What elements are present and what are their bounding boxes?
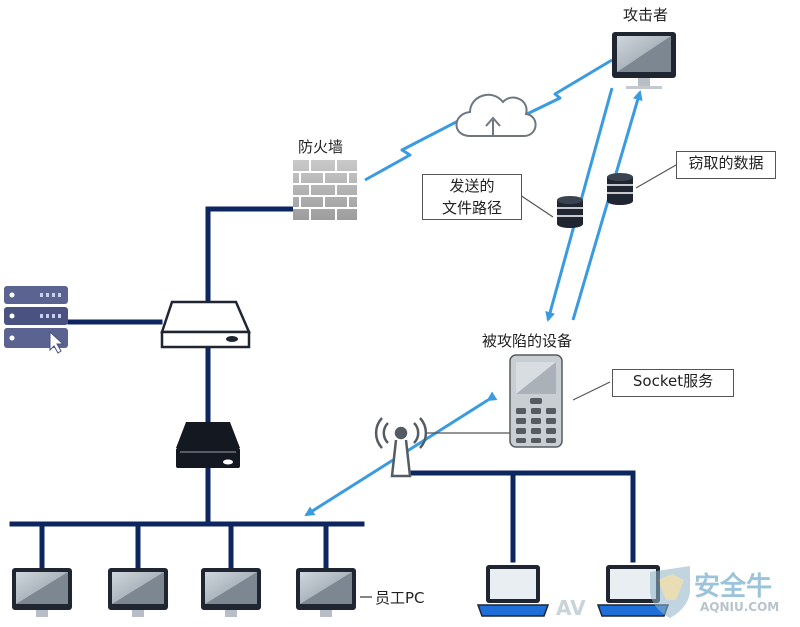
employee-pc-icon-3: [201, 568, 261, 617]
employee-pc-icon-4: [296, 568, 356, 617]
lightning-firewall-cloud: [364, 118, 461, 182]
watermark-cn: 安全牛: [694, 572, 773, 602]
stolen-data-callout: 窃取的数据: [676, 151, 776, 179]
lightning-links: [364, 58, 613, 182]
switch-icon: [176, 422, 240, 468]
sent-file-path-line-1: 发送的: [449, 177, 495, 195]
employee-pc-icon-2: [108, 568, 168, 617]
server-rack-icon: [4, 286, 68, 354]
watermark-shield-logo: [650, 566, 690, 618]
employee-pc-icon-1: [12, 568, 72, 617]
router-icon: [160, 300, 251, 349]
laptop-icon-1: [476, 565, 550, 617]
employee-pc-label: 员工PC: [375, 589, 425, 607]
wireless-access-point-icon: [374, 417, 428, 478]
cable-ap-laptops: [409, 470, 636, 563]
database-icon-sent: [557, 196, 583, 228]
compromised-device-label: 被攻陷的设备: [482, 332, 573, 350]
firewall-icon: [293, 160, 357, 220]
leader-sent-path: [519, 194, 554, 218]
cable-firewall-router: [205, 206, 296, 303]
socket-service-callout: Socket服务: [612, 369, 734, 397]
sent-file-path-callout: 发送的 文件路径: [422, 174, 522, 220]
attack-arrows: [304, 87, 643, 517]
database-icon-stolen: [607, 173, 633, 205]
callout-leaders: [425, 164, 677, 434]
attacker-monitor-icon: [612, 32, 676, 89]
phone-icon: [509, 354, 563, 448]
cloud-icon: [455, 93, 537, 137]
leader-socket: [572, 381, 611, 401]
watermark-prefix: AV: [556, 596, 586, 620]
attacker-label: 攻击者: [623, 6, 669, 24]
sent-file-path-line-2: 文件路径: [441, 199, 502, 217]
leader-stolen-data: [635, 164, 677, 189]
laptop-icon-2: [596, 565, 670, 617]
lightning-cloud-attacker: [524, 58, 613, 117]
watermark-en: AQNIU.COM: [700, 600, 780, 614]
arrow-device-to-attacker: [571, 90, 643, 321]
firewall-label: 防火墙: [298, 138, 344, 156]
